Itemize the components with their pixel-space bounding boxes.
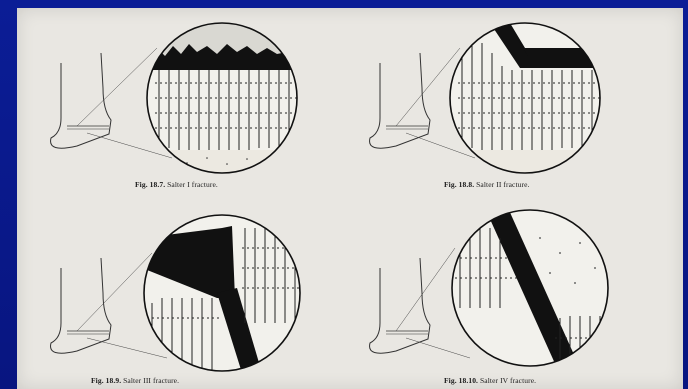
- salter-2-illustration: [350, 8, 683, 198]
- figure-number: Fig. 18.7.: [135, 180, 165, 189]
- figure-title: Salter I fracture.: [167, 180, 218, 189]
- caption-salter-2: Fig. 18.8. Salter II fracture.: [444, 180, 529, 189]
- salter-3-illustration: [17, 198, 350, 389]
- caption-salter-4: Fig. 18.10. Salter IV fracture.: [444, 376, 536, 385]
- salter-4-illustration: [350, 198, 683, 389]
- figure-title: Salter II fracture.: [476, 180, 529, 189]
- caption-salter-3: Fig. 18.9. Salter III fracture.: [91, 376, 179, 385]
- figure-salter-4: Fig. 18.10. Salter IV fracture.: [350, 198, 683, 389]
- figure-salter-2: Fig. 18.8. Salter II fracture.: [350, 8, 683, 198]
- figure-title: Salter IV fracture.: [480, 376, 536, 385]
- figure-salter-3: Fig. 18.9. Salter III fracture.: [17, 198, 350, 389]
- figure-salter-1: Fig. 18.7. Salter I fracture.: [17, 8, 350, 198]
- textbook-page: Fig. 18.7. Salter I fracture.: [17, 8, 683, 389]
- figure-title: Salter III fracture.: [123, 376, 179, 385]
- caption-salter-1: Fig. 18.7. Salter I fracture.: [135, 180, 218, 189]
- salter-1-illustration: [17, 8, 350, 198]
- figure-number: Fig. 18.8.: [444, 180, 474, 189]
- figure-number: Fig. 18.9.: [91, 376, 121, 385]
- figure-number: Fig. 18.10.: [444, 376, 478, 385]
